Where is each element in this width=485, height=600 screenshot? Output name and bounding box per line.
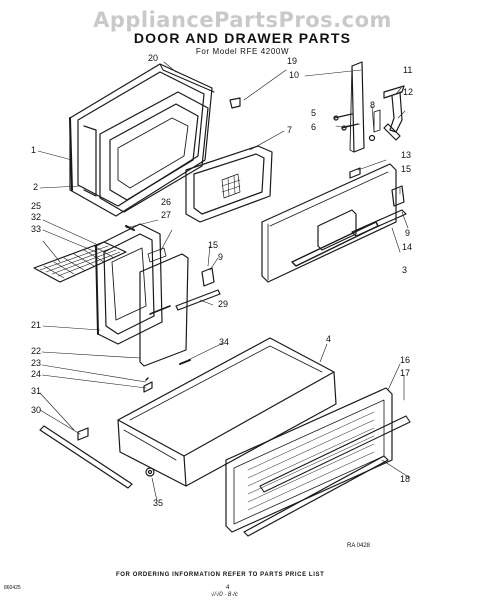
callout-18: 18 — [400, 474, 411, 484]
inner-window-panel — [185, 145, 273, 223]
ordering-note: FOR ORDERING INFORMATION REFER TO PARTS … — [116, 572, 325, 578]
door-window-frame — [99, 91, 209, 213]
callout-32: 32 — [31, 212, 42, 222]
callout-30: 30 — [31, 405, 42, 415]
callout-10: 10 — [289, 70, 300, 80]
callout-24: 24 — [31, 369, 42, 379]
callout-19: 19 — [287, 56, 298, 66]
callout-35: 35 — [153, 498, 164, 508]
callout-15-upper: 15 — [401, 164, 412, 174]
callout-15-lower: 15 — [208, 240, 219, 250]
small-hardware — [143, 97, 241, 477]
inner-door-liner — [95, 223, 163, 345]
storage-drawer — [117, 337, 337, 487]
corner-code: 860425 — [4, 585, 21, 591]
callout-23: 23 — [31, 358, 42, 368]
callout-13: 13 — [401, 150, 412, 160]
bottom-trim — [243, 455, 389, 537]
callout-16: 16 — [400, 355, 411, 365]
callout-4: 4 — [326, 334, 332, 344]
diagram-reference: RA 0428 — [347, 543, 371, 549]
callout-34: 34 — [219, 337, 230, 347]
callout-12: 12 — [403, 87, 414, 97]
callout-26: 26 — [161, 197, 172, 207]
callout-14: 14 — [402, 242, 413, 252]
watermark: AppliancePartsPros.com — [93, 8, 392, 32]
drawer-slide-rail — [39, 425, 133, 489]
door-insulation — [139, 247, 189, 367]
callout-9-upper: 9 — [405, 228, 411, 238]
callout-11: 11 — [403, 65, 413, 75]
callout-leader-lines — [37, 61, 411, 502]
page-title: DOOR AND DRAWER PARTS — [133, 30, 352, 46]
model-subtitle: For Model RFE 4200W — [195, 47, 290, 56]
callout-31: 31 — [31, 386, 42, 396]
callout-9-lower: 9 — [218, 252, 224, 262]
callout-21: 21 — [31, 320, 42, 330]
callout-20: 20 — [148, 53, 159, 63]
oven-rack — [33, 241, 127, 283]
callout-7: 7 — [287, 125, 293, 135]
door-handle — [351, 209, 407, 237]
callout-8: 8 — [370, 100, 376, 110]
callout-17: 17 — [400, 368, 411, 378]
callout-29: 29 — [218, 299, 229, 309]
callout-1: 1 — [31, 145, 37, 155]
lower-hinge-parts — [175, 185, 405, 311]
callout-6: 6 — [311, 122, 317, 132]
hinge-channel — [349, 61, 405, 153]
page-number: 4 — [226, 585, 230, 591]
callout-5: 5 — [311, 108, 317, 118]
callout-25: 25 — [31, 201, 42, 211]
callout-33: 33 — [31, 224, 42, 234]
callout-2: 2 — [33, 182, 39, 192]
callout-22: 22 — [31, 346, 42, 356]
door-outer-frame — [69, 63, 215, 217]
callout-3: 3 — [402, 265, 408, 275]
outer-door-panel — [261, 163, 397, 283]
signature-mark: √/√0 · 8·/c — [211, 592, 238, 598]
callout-27: 27 — [161, 210, 172, 220]
